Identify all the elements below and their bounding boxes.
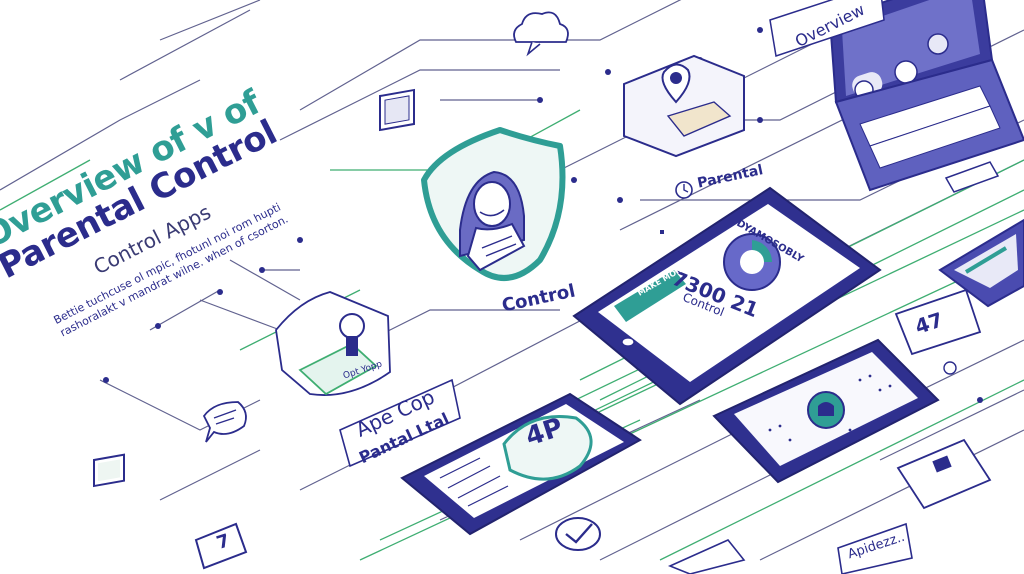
security-phone [712,338,940,484]
app-card [896,438,992,510]
avatar [459,170,526,272]
pantal-label-frame [339,378,461,468]
map-location-card [623,54,745,158]
badge-card [894,288,982,375]
small-phone [938,218,1024,308]
clock-icon [675,181,693,199]
padlock-card [275,291,391,396]
make-money-button[interactable] [614,270,686,322]
frame-icon [379,88,415,132]
ticket-card [667,539,746,574]
location-pin-icon [661,63,691,104]
dashboard-tablet [572,186,882,406]
laptop-device [828,0,1024,193]
number-box [194,522,248,570]
shield-icon [421,127,566,281]
apidezz-tag-frame [837,522,913,574]
cloud-icon [513,11,569,57]
frame-icon-small [93,453,125,488]
padlock-icon [339,313,365,356]
parental-tablet [400,392,642,536]
chat-bubble-icon [202,401,247,443]
overview-note-frame [769,0,885,57]
check-badge-icon [555,517,601,551]
